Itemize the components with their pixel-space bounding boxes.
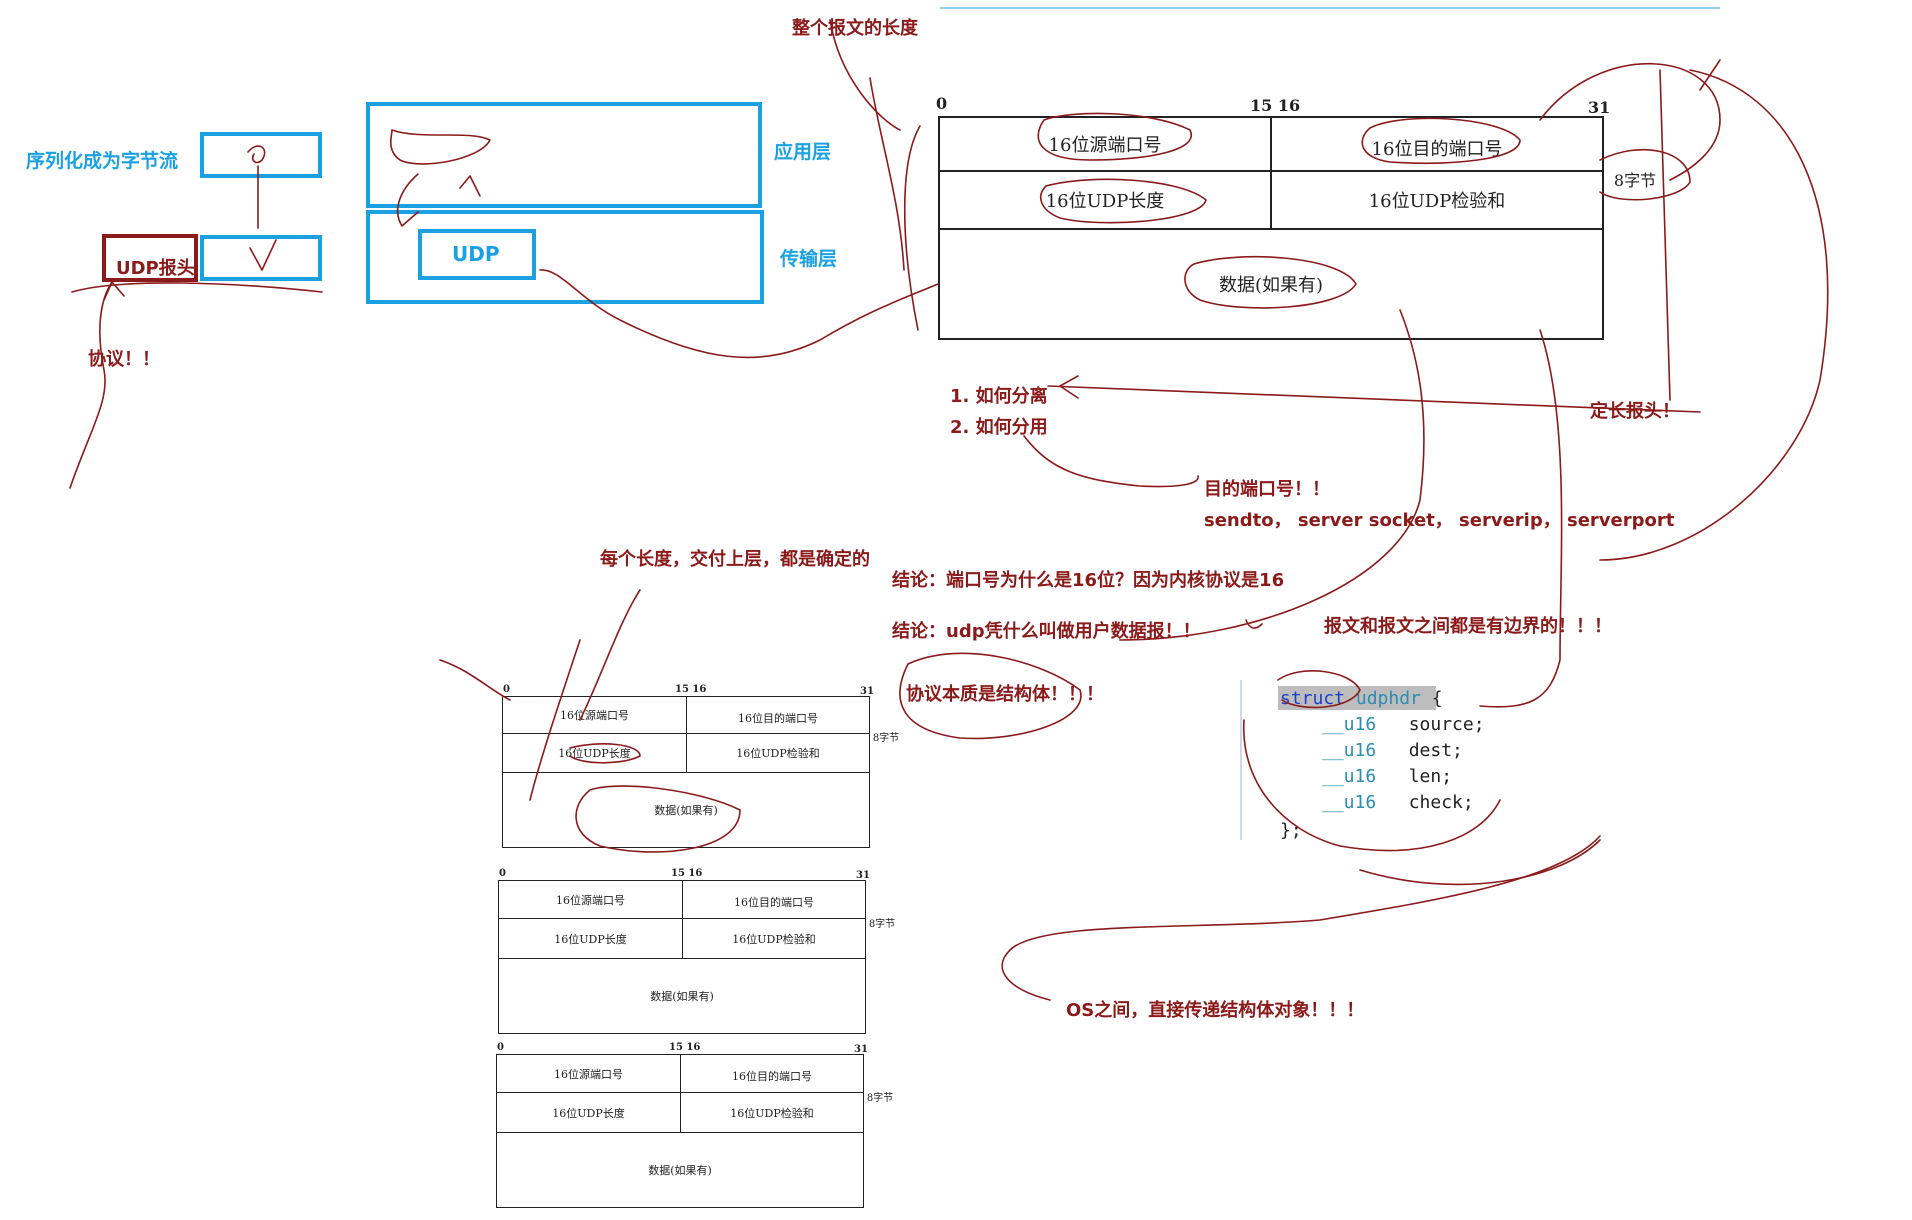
data-field: 数据(如果有) [1218,275,1324,296]
field-type: __u16 [1322,766,1377,787]
note-os-struct: OS之间，直接传递结构体对象！！！ [1066,1000,1365,1021]
code-field-dest: __u16 dest; [1322,740,1463,761]
dst-port-field: 16位目的端口号 [732,1069,812,1083]
note-conclusion-udp: 结论：udp凭什么叫做用户数据报！！ [892,621,1201,642]
note-dst-port: 目的端口号！！ [1204,479,1330,500]
note-fixed-header: 定长报头！ [1590,401,1680,422]
bit-0-label: 0 [936,94,948,113]
note-how-demux: 2. 如何分用 [950,417,1048,438]
open-brace: { [1431,688,1443,709]
src-port-field: 16位源端口号 [560,709,629,722]
data-field: 数据(如果有) [650,990,714,1003]
field-name: len; [1408,766,1453,787]
code-close-brace: }; [1280,820,1302,841]
udp-length-field: 16位UDP长度 [554,932,627,946]
header-size-note: 8字节 [872,732,900,744]
src-port-field: 16位源端口号 [554,1067,623,1081]
data-field: 数据(如果有) [648,1164,712,1177]
code-field-source: __u16 source; [1322,714,1485,735]
bit-31-label: 31 [854,1044,868,1055]
udp-length-field: 16位UDP长度 [558,747,631,760]
bit-0-label: 0 [499,868,506,879]
column-divider [680,1054,681,1132]
field-type: __u16 [1322,792,1377,813]
row-divider-2 [496,1132,864,1133]
udp-box [418,229,536,280]
serialized-box-top [200,132,322,178]
application-layer-box [366,102,762,208]
serialize-label: 序列化成为字节流 [26,150,179,172]
udp-length-field: 16位UDP长度 [1045,191,1165,212]
protocol-label: 协议！！ [88,349,160,370]
note-boundary: 报文和报文之间都是有边界的！！！ [1324,616,1612,637]
bit-15-16-label: 15 16 [675,684,707,695]
note-conclusion-port: 结论：端口号为什么是16位？因为内核协议是16 [892,570,1285,591]
src-port-field: 16位源端口号 [1048,135,1162,156]
udp-checksum-field: 16位UDP检验和 [1368,191,1506,212]
dst-port-field: 16位目的端口号 [734,895,814,909]
serialized-box-bottom [200,235,322,281]
src-port-field: 16位源端口号 [556,893,625,907]
udp-header-label: UDP报头 [116,258,195,279]
udp-checksum-field: 16位UDP检验和 [732,932,816,946]
field-type: __u16 [1322,740,1377,761]
bit-15-16-label: 15 16 [1250,96,1301,115]
note-sendto: sendto， server socket， serverip， serverp… [1204,510,1675,531]
data-field: 数据(如果有) [654,804,718,817]
header-size-note: 8字节 [868,918,896,930]
note-each-length: 每个长度，交付上层，都是确定的 [600,549,870,570]
header-size-note: 8字节 [1613,171,1657,190]
udp-checksum-field: 16位UDP检验和 [730,1106,814,1120]
note-total-length: 整个报文的长度 [792,18,918,39]
bit-0-label: 0 [497,1042,504,1053]
application-layer-label: 应用层 [774,141,832,163]
bit-15-16-label: 15 16 [671,868,703,879]
column-divider [1270,116,1272,230]
column-divider [686,696,687,773]
code-gutter-line [1240,680,1242,840]
udp-checksum-field: 16位UDP检验和 [736,747,820,760]
bit-15-16-label: 15 16 [669,1042,701,1053]
header-size-note: 8字节 [866,1092,894,1104]
bit-0-label: 0 [503,684,510,695]
code-line-struct: struct udphdr { [1280,688,1443,709]
udp-box-label: UDP [452,242,500,266]
code-field-check: __u16 check; [1322,792,1474,813]
field-name: source; [1408,714,1485,735]
field-type: __u16 [1322,714,1377,735]
code-field-len: __u16 len; [1322,766,1452,787]
note-protocol-struct: 协议本质是结构体！！！ [906,684,1104,705]
udp-header-box [102,234,198,282]
udp-length-field: 16位UDP长度 [552,1106,625,1120]
row-divider-2 [498,958,866,959]
transport-layer-label: 传输层 [780,248,838,270]
column-divider [682,880,683,958]
field-name: check; [1408,792,1474,813]
dst-port-field: 16位目的端口号 [1371,139,1503,160]
bit-31-label: 31 [856,870,870,881]
field-name: dest; [1408,740,1463,761]
bit-31-label: 31 [1588,98,1611,117]
struct-name: udphdr [1355,688,1421,709]
note-how-separate: 1. 如何分离 [950,386,1048,407]
dst-port-field: 16位目的端口号 [738,712,818,725]
bit-31-label: 31 [860,686,874,697]
struct-keyword: struct [1280,688,1346,709]
